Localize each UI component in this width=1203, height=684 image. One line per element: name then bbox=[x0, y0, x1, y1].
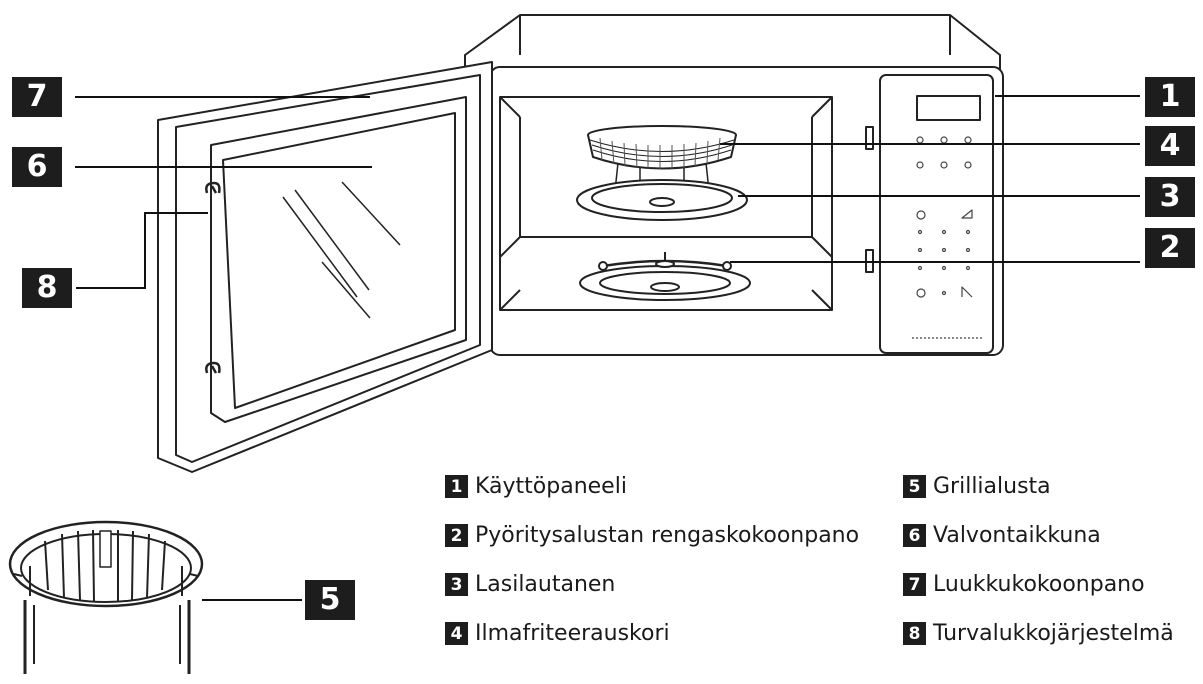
callout-4: 4 bbox=[1145, 126, 1195, 166]
control-panel bbox=[879, 74, 994, 354]
legend-label-5: Grillialusta bbox=[933, 474, 1051, 499]
latch-slot-upper bbox=[865, 126, 874, 150]
door bbox=[157, 61, 493, 473]
legend-item-8: 8 Turvalukkojärjestelmä bbox=[903, 621, 1203, 646]
legend-number-3: 3 bbox=[445, 573, 468, 596]
legend-label-8: Turvalukkojärjestelmä bbox=[933, 621, 1174, 646]
callout-3: 3 bbox=[1145, 177, 1195, 217]
legend-number-2: 2 bbox=[445, 524, 468, 547]
air-fry-basket bbox=[587, 125, 737, 205]
legend-label-1: Käyttöpaneeli bbox=[475, 474, 627, 499]
legend-label-4: Ilmafriteerauskori bbox=[475, 621, 670, 646]
legend-item-3: 3 Lasilautanen bbox=[445, 572, 615, 597]
grill-rack bbox=[8, 520, 204, 674]
legend-number-7: 7 bbox=[903, 573, 926, 596]
legend-label-7: Luukkukokoonpano bbox=[933, 572, 1145, 597]
callout-8: 8 bbox=[22, 268, 72, 308]
legend-number-6: 6 bbox=[903, 524, 926, 547]
legend-item-7: 7 Luukkukokoonpano bbox=[903, 572, 1145, 597]
legend-item-1: 1 Käyttöpaneeli bbox=[445, 474, 627, 499]
callout-1: 1 bbox=[1145, 77, 1195, 117]
glass-tray bbox=[576, 179, 748, 221]
legend-label-6: Valvontaikkuna bbox=[933, 523, 1101, 548]
door-hook-upper bbox=[205, 181, 221, 194]
callout-7: 7 bbox=[12, 77, 62, 117]
legend-number-8: 8 bbox=[903, 622, 926, 645]
legend-number-4: 4 bbox=[445, 622, 468, 645]
leader-line-8 bbox=[76, 212, 208, 289]
door-hook-lower bbox=[205, 361, 221, 374]
legend-item-4: 4 Ilmafriteerauskori bbox=[445, 621, 670, 646]
roller-ring bbox=[579, 252, 751, 301]
legend-label-3: Lasilautanen bbox=[475, 572, 616, 597]
legend-number-5: 5 bbox=[903, 475, 926, 498]
callout-5: 5 bbox=[305, 580, 355, 620]
display-window bbox=[916, 95, 981, 121]
legend-item-5: 5 Grillialusta bbox=[903, 474, 1051, 499]
legend-item-2: 2 Pyöritysalustan rengaskokoonpano bbox=[445, 523, 859, 548]
legend-item-6: 6 Valvontaikkuna bbox=[903, 523, 1101, 548]
callout-2: 2 bbox=[1145, 228, 1195, 268]
callout-6: 6 bbox=[12, 147, 62, 187]
legend-label-2: Pyöritysalustan rengaskokoonpano bbox=[475, 523, 860, 548]
legend-number-1: 1 bbox=[445, 475, 468, 498]
